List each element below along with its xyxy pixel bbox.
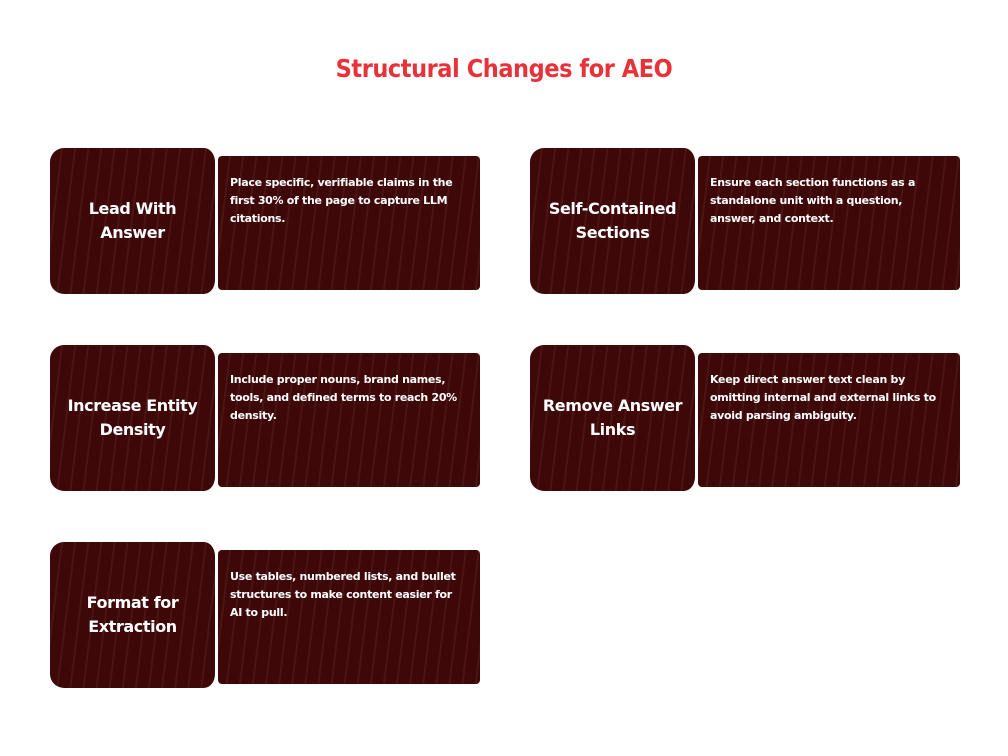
- card-heading: Self-Contained Sections: [548, 199, 677, 242]
- card-description-box: Include proper nouns, brand names, tools…: [218, 353, 480, 487]
- card-format-for-extraction: Format for Extraction Use tables, number…: [50, 542, 482, 692]
- card-description-box: Place specific, verifiable claims in the…: [218, 156, 480, 290]
- card-description-box: Use tables, numbered lists, and bullet s…: [218, 550, 480, 684]
- card-heading: Increase Entity Density: [67, 396, 198, 439]
- card-heading: Lead With Answer: [88, 199, 177, 242]
- card-self-contained-sections: Self-Contained Sections Ensure each sect…: [530, 148, 962, 298]
- card-description-box: Ensure each section functions as a stand…: [698, 156, 960, 290]
- card-heading: Remove Answer Links: [542, 396, 683, 439]
- card-heading-box: Lead With Answer: [50, 148, 218, 294]
- card-heading-box: Format for Extraction: [50, 542, 218, 688]
- card-description-box: Keep direct answer text clean by omittin…: [698, 353, 960, 487]
- card-description: Include proper nouns, brand names, tools…: [230, 373, 457, 422]
- card-heading: Format for Extraction: [86, 593, 179, 636]
- card-lead-with-answer: Lead With Answer Place specific, verifia…: [50, 148, 482, 298]
- card-description: Place specific, verifiable claims in the…: [230, 176, 453, 225]
- card-heading-box: Remove Answer Links: [530, 345, 698, 491]
- card-heading-box: Increase Entity Density: [50, 345, 218, 491]
- card-remove-answer-links: Remove Answer Links Keep direct answer t…: [530, 345, 962, 495]
- card-description: Use tables, numbered lists, and bullet s…: [230, 570, 456, 619]
- diagram-title: Structural Changes for AEO: [335, 54, 673, 83]
- card-description: Keep direct answer text clean by omittin…: [710, 373, 936, 422]
- card-heading-box: Self-Contained Sections: [530, 148, 698, 294]
- card-description: Ensure each section functions as a stand…: [710, 176, 916, 225]
- card-increase-entity-density: Increase Entity Density Include proper n…: [50, 345, 482, 495]
